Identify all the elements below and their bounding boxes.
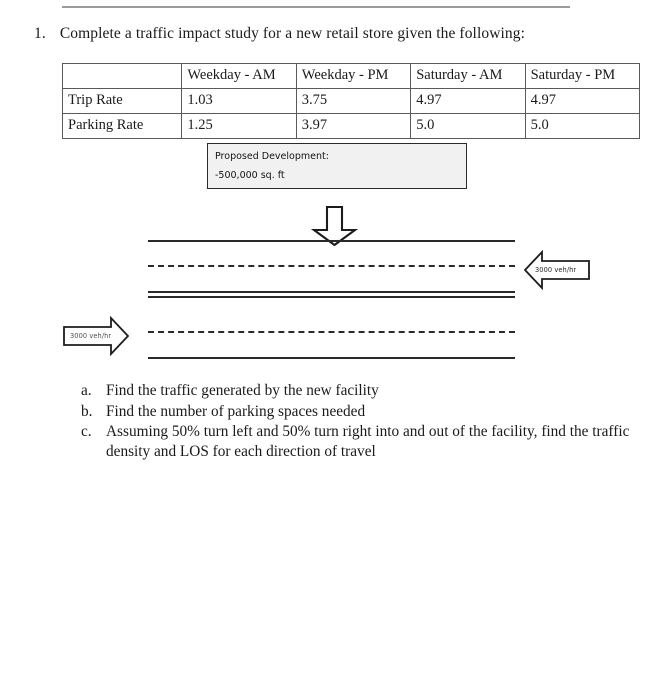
- sub-question-c-text: Assuming 50% turn left and 50% turn righ…: [106, 423, 630, 460]
- sub-question-b-text: Find the number of parking spaces needed: [106, 402, 366, 420]
- column-header-blank: [61, 63, 183, 89]
- median-line-upper: [148, 291, 515, 294]
- sub-question-b-marker: b.: [81, 402, 93, 420]
- cell-trip-saturday-pm: 4.97: [524, 88, 641, 114]
- development-title: Proposed Development:: [215, 151, 329, 162]
- question-1: 1. Complete a traffic impact study for a…: [34, 24, 634, 43]
- table-row: Trip Rate 1.03 3.75 4.97 4.97: [61, 88, 641, 114]
- column-header-saturday-am: Saturday - AM: [410, 63, 526, 89]
- sub-question-a-text: Find the traffic generated by the new fa…: [106, 382, 379, 399]
- eastbound-flow-arrow-icon: [63, 315, 130, 357]
- cell-trip-saturday-am: 4.97: [410, 88, 526, 114]
- row-label-parking-rate: Parking Rate: [61, 113, 183, 139]
- cell-trip-weekday-pm: 3.75: [295, 88, 412, 114]
- lane-line-north: [148, 265, 515, 267]
- median-line-lower: [148, 296, 515, 299]
- list-item: c. Assuming 50% turn left and 50% turn r…: [81, 422, 637, 461]
- development-size: -500,000 sq. ft: [215, 169, 285, 181]
- table-header-row: Weekday - AM Weekday - PM Saturday - AM …: [61, 63, 641, 89]
- sub-question-list: a. Find the traffic generated by the new…: [81, 381, 637, 462]
- cell-parking-weekday-am: 1.25: [181, 113, 297, 139]
- edge-line-south: [148, 357, 515, 360]
- westbound-flow-label: 3000 veh/hr: [535, 266, 577, 274]
- proposed-development-box: Proposed Development: -500,000 sq. ft: [207, 143, 467, 189]
- cell-parking-weekday-pm: 3.97: [295, 113, 412, 139]
- table-row: Parking Rate 1.25 3.97 5.0 5.0: [61, 113, 641, 139]
- lane-line-south: [148, 331, 515, 333]
- westbound-flow-arrow-icon: [523, 249, 590, 291]
- row-label-trip-rate: Trip Rate: [61, 88, 183, 114]
- column-header-weekday-pm: Weekday - PM: [295, 63, 412, 89]
- down-arrow-icon: [310, 205, 359, 247]
- cell-trip-weekday-am: 1.03: [181, 88, 297, 114]
- list-item: b. Find the number of parking spaces nee…: [81, 402, 637, 422]
- question-1-text: Complete a traffic impact study for a ne…: [59, 25, 526, 42]
- cell-parking-saturday-pm: 5.0: [524, 113, 641, 139]
- column-header-saturday-pm: Saturday - PM: [524, 63, 641, 89]
- question-1-marker: 1.: [34, 25, 46, 42]
- list-item: a. Find the traffic generated by the new…: [81, 381, 637, 401]
- sub-question-c-marker: c.: [81, 423, 92, 441]
- traffic-site-diagram: Proposed Development: -500,000 sq. ft 30…: [0, 130, 649, 375]
- eastbound-flow-label: 3000 veh/hr: [70, 332, 112, 340]
- cell-parking-saturday-am: 5.0: [410, 113, 526, 139]
- column-header-weekday-am: Weekday - AM: [181, 63, 297, 89]
- edge-line-north: [148, 240, 515, 243]
- trip-parking-rates-table: Weekday - AM Weekday - PM Saturday - AM …: [61, 63, 641, 139]
- sub-question-a-marker: a.: [81, 382, 92, 399]
- header-horizontal-rule: [62, 6, 570, 8]
